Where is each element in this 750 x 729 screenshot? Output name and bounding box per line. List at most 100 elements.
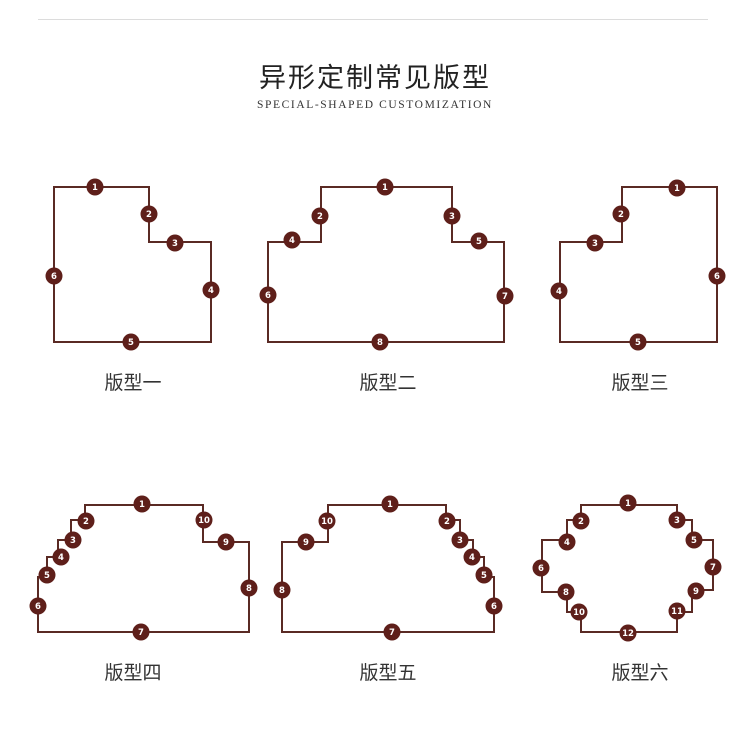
edge-number: 1 (387, 500, 393, 510)
edge-marker (29, 597, 47, 615)
edge-marker (86, 178, 104, 196)
edge-number: 1 (625, 499, 631, 509)
edge-marker (708, 267, 726, 285)
edge-number: 1 (139, 500, 145, 510)
edge-marker (629, 333, 647, 351)
edge-marker (140, 205, 158, 223)
edge-number: 3 (592, 239, 598, 249)
page-subtitle: SPECIAL-SHAPED CUSTOMIZATION (257, 99, 493, 111)
edge-number: 7 (710, 563, 716, 573)
edge-number: 3 (70, 536, 76, 546)
layout-outline (37, 504, 250, 633)
edge-marker (240, 579, 258, 597)
edge-marker (685, 531, 703, 549)
edge-number: 2 (317, 212, 323, 222)
edge-number: 9 (303, 538, 309, 548)
edge-number: 8 (377, 338, 383, 348)
edge-marker (532, 559, 550, 577)
edge-number: 5 (44, 571, 50, 581)
edge-number: 8 (246, 584, 252, 594)
edge-number: 11 (671, 607, 683, 617)
edge-number: 6 (51, 272, 57, 282)
edge-marker (318, 512, 336, 530)
edge-number: 2 (83, 517, 89, 527)
edge-number: 6 (35, 602, 41, 612)
edge-marker (687, 582, 705, 600)
edge-marker (217, 533, 235, 551)
edge-number: 2 (578, 517, 584, 527)
edge-number: 12 (622, 629, 634, 639)
edge-number: 5 (128, 338, 134, 348)
edge-number: 7 (138, 628, 144, 638)
edge-number: 2 (618, 210, 624, 220)
edge-marker (133, 495, 151, 513)
edge-marker (619, 494, 637, 512)
edge-marker (619, 624, 637, 642)
layout-caption: 版型一 (104, 372, 161, 394)
edge-marker (77, 512, 95, 530)
edge-marker (550, 282, 568, 300)
layout-caption: 版型五 (359, 662, 416, 684)
edge-marker (376, 178, 394, 196)
edge-marker (166, 234, 184, 252)
edge-number: 2 (146, 210, 152, 220)
edge-marker (557, 583, 575, 601)
edge-marker (283, 231, 301, 249)
top-divider (38, 19, 708, 20)
edge-marker (463, 548, 481, 566)
layout-outline (267, 186, 505, 343)
edge-marker (570, 603, 588, 621)
edge-number: 8 (563, 588, 569, 598)
edge-marker (668, 179, 686, 197)
edge-number: 8 (279, 586, 285, 596)
edge-number: 6 (491, 602, 497, 612)
layout-outline (559, 186, 718, 343)
edge-number: 1 (92, 183, 98, 193)
edge-number: 1 (382, 183, 388, 193)
edge-number: 6 (538, 564, 544, 574)
edge-number: 4 (58, 553, 64, 563)
layout-caption: 版型六 (611, 662, 668, 684)
edge-number: 5 (476, 237, 482, 247)
edge-number: 7 (502, 292, 508, 302)
edge-marker (64, 531, 82, 549)
edge-number: 9 (693, 587, 699, 597)
edge-number: 3 (674, 516, 680, 526)
edge-marker (668, 602, 686, 620)
edge-number: 3 (172, 239, 178, 249)
edge-marker (704, 558, 722, 576)
edge-number: 10 (321, 517, 333, 527)
edge-marker (132, 623, 150, 641)
edge-marker (202, 281, 220, 299)
edge-marker (297, 533, 315, 551)
edge-marker (443, 207, 461, 225)
edge-number: 3 (449, 212, 455, 222)
edge-marker (122, 333, 140, 351)
edge-number: 6 (265, 291, 271, 301)
edge-marker (612, 205, 630, 223)
edge-number: 5 (691, 536, 697, 546)
edge-marker (381, 495, 399, 513)
edge-marker (451, 531, 469, 549)
edge-marker (586, 234, 604, 252)
edge-number: 7 (389, 628, 395, 638)
edge-number: 9 (223, 538, 229, 548)
edge-marker (496, 287, 514, 305)
edge-marker (259, 286, 277, 304)
edge-marker (668, 511, 686, 529)
edge-marker (383, 623, 401, 641)
edge-marker (558, 533, 576, 551)
edge-number: 10 (198, 516, 210, 526)
edge-number: 2 (444, 517, 450, 527)
layout-outline (53, 186, 212, 343)
layout-outline (541, 504, 714, 633)
layout-caption: 版型四 (104, 662, 161, 684)
layout-caption: 版型二 (359, 372, 416, 394)
edge-marker (45, 267, 63, 285)
edge-number: 4 (556, 287, 562, 297)
edge-marker (195, 511, 213, 529)
layout-caption: 版型三 (611, 372, 668, 394)
